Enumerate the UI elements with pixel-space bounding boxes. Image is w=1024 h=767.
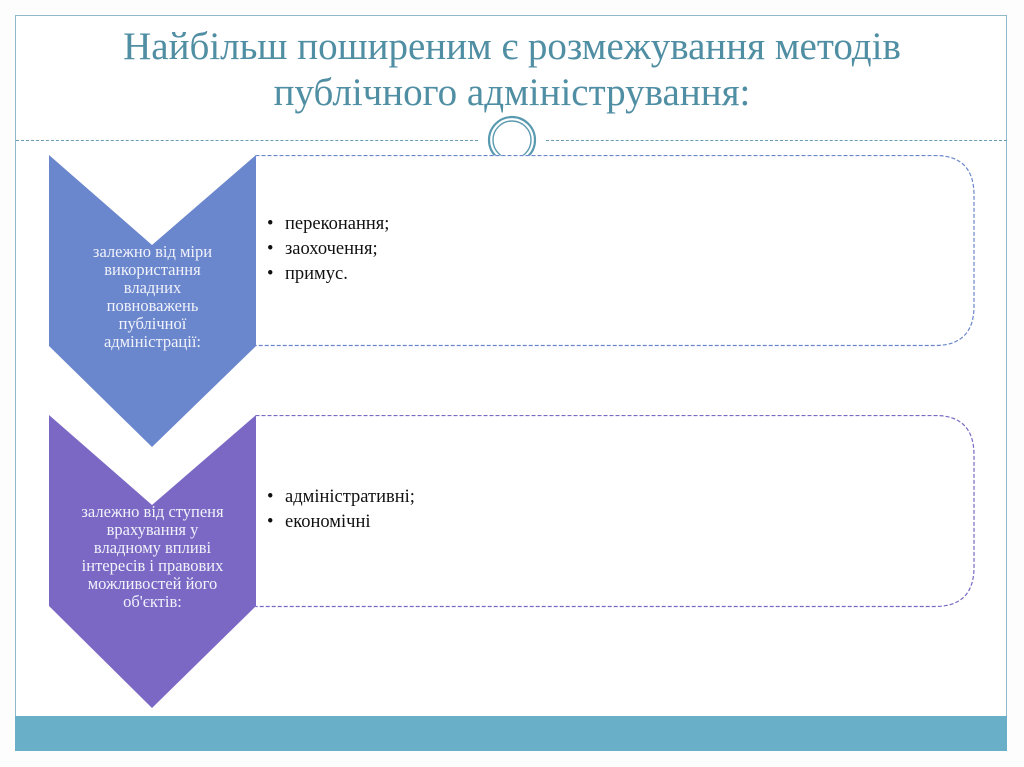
bullet-icon: •: [267, 214, 274, 234]
bullet-list-1: •переконання; •заохочення; •примус.: [267, 212, 389, 287]
bullet-icon: •: [267, 239, 274, 259]
footer-band: [15, 716, 1007, 751]
bullet-icon: •: [267, 264, 274, 284]
content-box-2: •адміністративні; •економічні: [255, 415, 975, 608]
chevron-label-1: залежно від міри використання владних по…: [92, 242, 213, 351]
slide-title: Найбільш поширеним є розмежування методі…: [40, 24, 984, 116]
chevron-shape-1: залежно від міри використання владних по…: [49, 155, 256, 448]
list-item: •примус.: [267, 262, 389, 287]
list-item: •економічні: [267, 510, 415, 535]
list-item: •заохочення;: [267, 237, 389, 262]
title-line-2: публічного адміністрування:: [273, 71, 751, 114]
bullet-list-2: •адміністративні; •економічні: [267, 485, 415, 535]
content-box-1: •переконання; •заохочення; •примус.: [255, 155, 975, 347]
title-line-1: Найбільш поширеним є розмежування методі…: [123, 25, 901, 68]
chevron-label-2: залежно від ступеня врахування у владном…: [81, 502, 224, 611]
bullet-icon: •: [267, 512, 274, 532]
chevron-shape-2: залежно від ступеня врахування у владном…: [49, 415, 256, 709]
bullet-icon: •: [267, 487, 274, 507]
list-item: •адміністративні;: [267, 485, 415, 510]
title-separator-left: [16, 140, 478, 141]
list-item: •переконання;: [267, 212, 389, 237]
title-separator-right: [546, 140, 1007, 141]
